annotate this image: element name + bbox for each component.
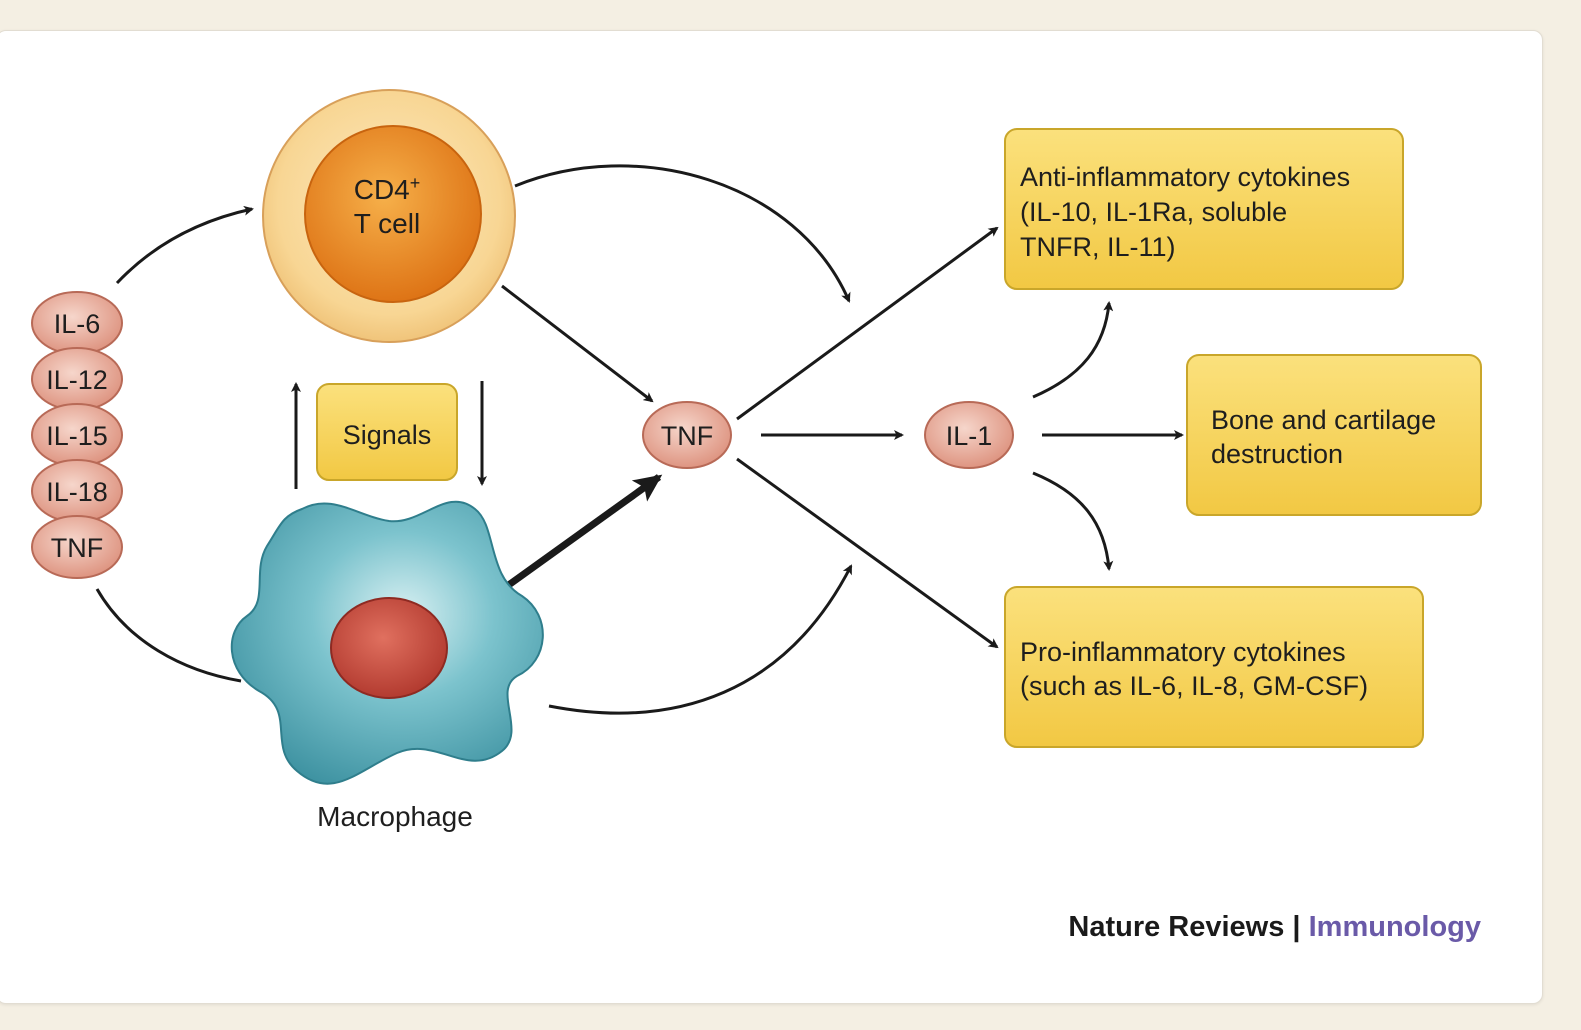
pro-inflammatory-box: Pro-inflammatory cytokines (such as IL-6… (1004, 586, 1424, 748)
cytokine-pathway-diagram: IL-6 IL-12 IL-15 IL-18 TNF (31, 89, 1482, 943)
tcell-label: CD4 (354, 174, 410, 205)
svg-text:IL-6: IL-6 (54, 309, 101, 339)
arrow-tnf-to-pro (736, 457, 999, 649)
macrophage: Macrophage (230, 500, 544, 832)
signals-box: Signals (316, 383, 458, 481)
arrow-tcell-curve-right (514, 164, 851, 303)
il1-node: IL-1 (924, 401, 1014, 469)
credit-section: Immunology (1309, 911, 1481, 943)
bone-cartilage-line2: destruction (1211, 439, 1343, 469)
pro-inflammatory-line1: Pro-inflammatory cytokines (1020, 637, 1346, 667)
svg-text:IL-15: IL-15 (46, 421, 108, 451)
anti-inflammatory-line3: TNFR, IL-11) (1020, 232, 1176, 262)
svg-text:IL-18: IL-18 (46, 477, 108, 507)
anti-inflammatory-line2: (IL-10, IL-1Ra, soluble (1020, 197, 1287, 227)
macrophage-label: Macrophage (317, 801, 473, 832)
arrow-macrophage-to-tnf-bold (500, 474, 663, 592)
connector-macrophage-to-stack (95, 588, 242, 683)
arrow-stack-to-tcell (115, 205, 254, 285)
tcell-superscript: + (410, 173, 421, 193)
signals-label: Signals (343, 420, 432, 450)
cytokine-stack: IL-6 IL-12 IL-15 IL-18 TNF (31, 291, 123, 579)
cytokine-pill-tnf: TNF (31, 515, 123, 579)
anti-inflammatory-line1: Anti-inflammatory cytokines (1020, 162, 1350, 192)
journal-credit: Nature Reviews | Immunology (1068, 911, 1481, 943)
anti-inflammatory-box: Anti-inflammatory cytokines (IL-10, IL-1… (1004, 128, 1404, 290)
il1-label: IL-1 (946, 421, 993, 451)
arrow-il1-to-pro (1032, 471, 1114, 571)
credit-separator: | (1284, 911, 1308, 943)
arrow-il1-to-anti (1032, 301, 1114, 399)
tcell: CD4+ T cell (262, 89, 516, 343)
credit-journal: Nature Reviews (1068, 911, 1284, 943)
arrow-macrophage-curve-right (548, 564, 853, 715)
bone-cartilage-box: Bone and cartilage destruction (1186, 354, 1482, 516)
arrow-tnf-to-anti (736, 226, 999, 421)
pro-inflammatory-line2: (such as IL-6, IL-8, GM-CSF) (1020, 671, 1368, 701)
svg-text:IL-12: IL-12 (46, 365, 108, 395)
cytokine-pill-il15: IL-15 (31, 403, 123, 467)
svg-text:TNF: TNF (51, 533, 103, 563)
cytokine-pill-il18: IL-18 (31, 459, 123, 523)
tcell-label-line2: T cell (354, 208, 420, 239)
tnf-node: TNF (642, 401, 732, 469)
cytokine-pill-il12: IL-12 (31, 347, 123, 411)
arrow-tcell-to-tnf (501, 284, 654, 403)
tnf-label: TNF (661, 421, 713, 451)
cytokine-pill-il6: IL-6 (31, 291, 123, 355)
bone-cartilage-line1: Bone and cartilage (1211, 405, 1436, 435)
svg-text:CD4+: CD4+ (354, 173, 421, 205)
figure-card: IL-6 IL-12 IL-15 IL-18 TNF (0, 30, 1543, 1004)
